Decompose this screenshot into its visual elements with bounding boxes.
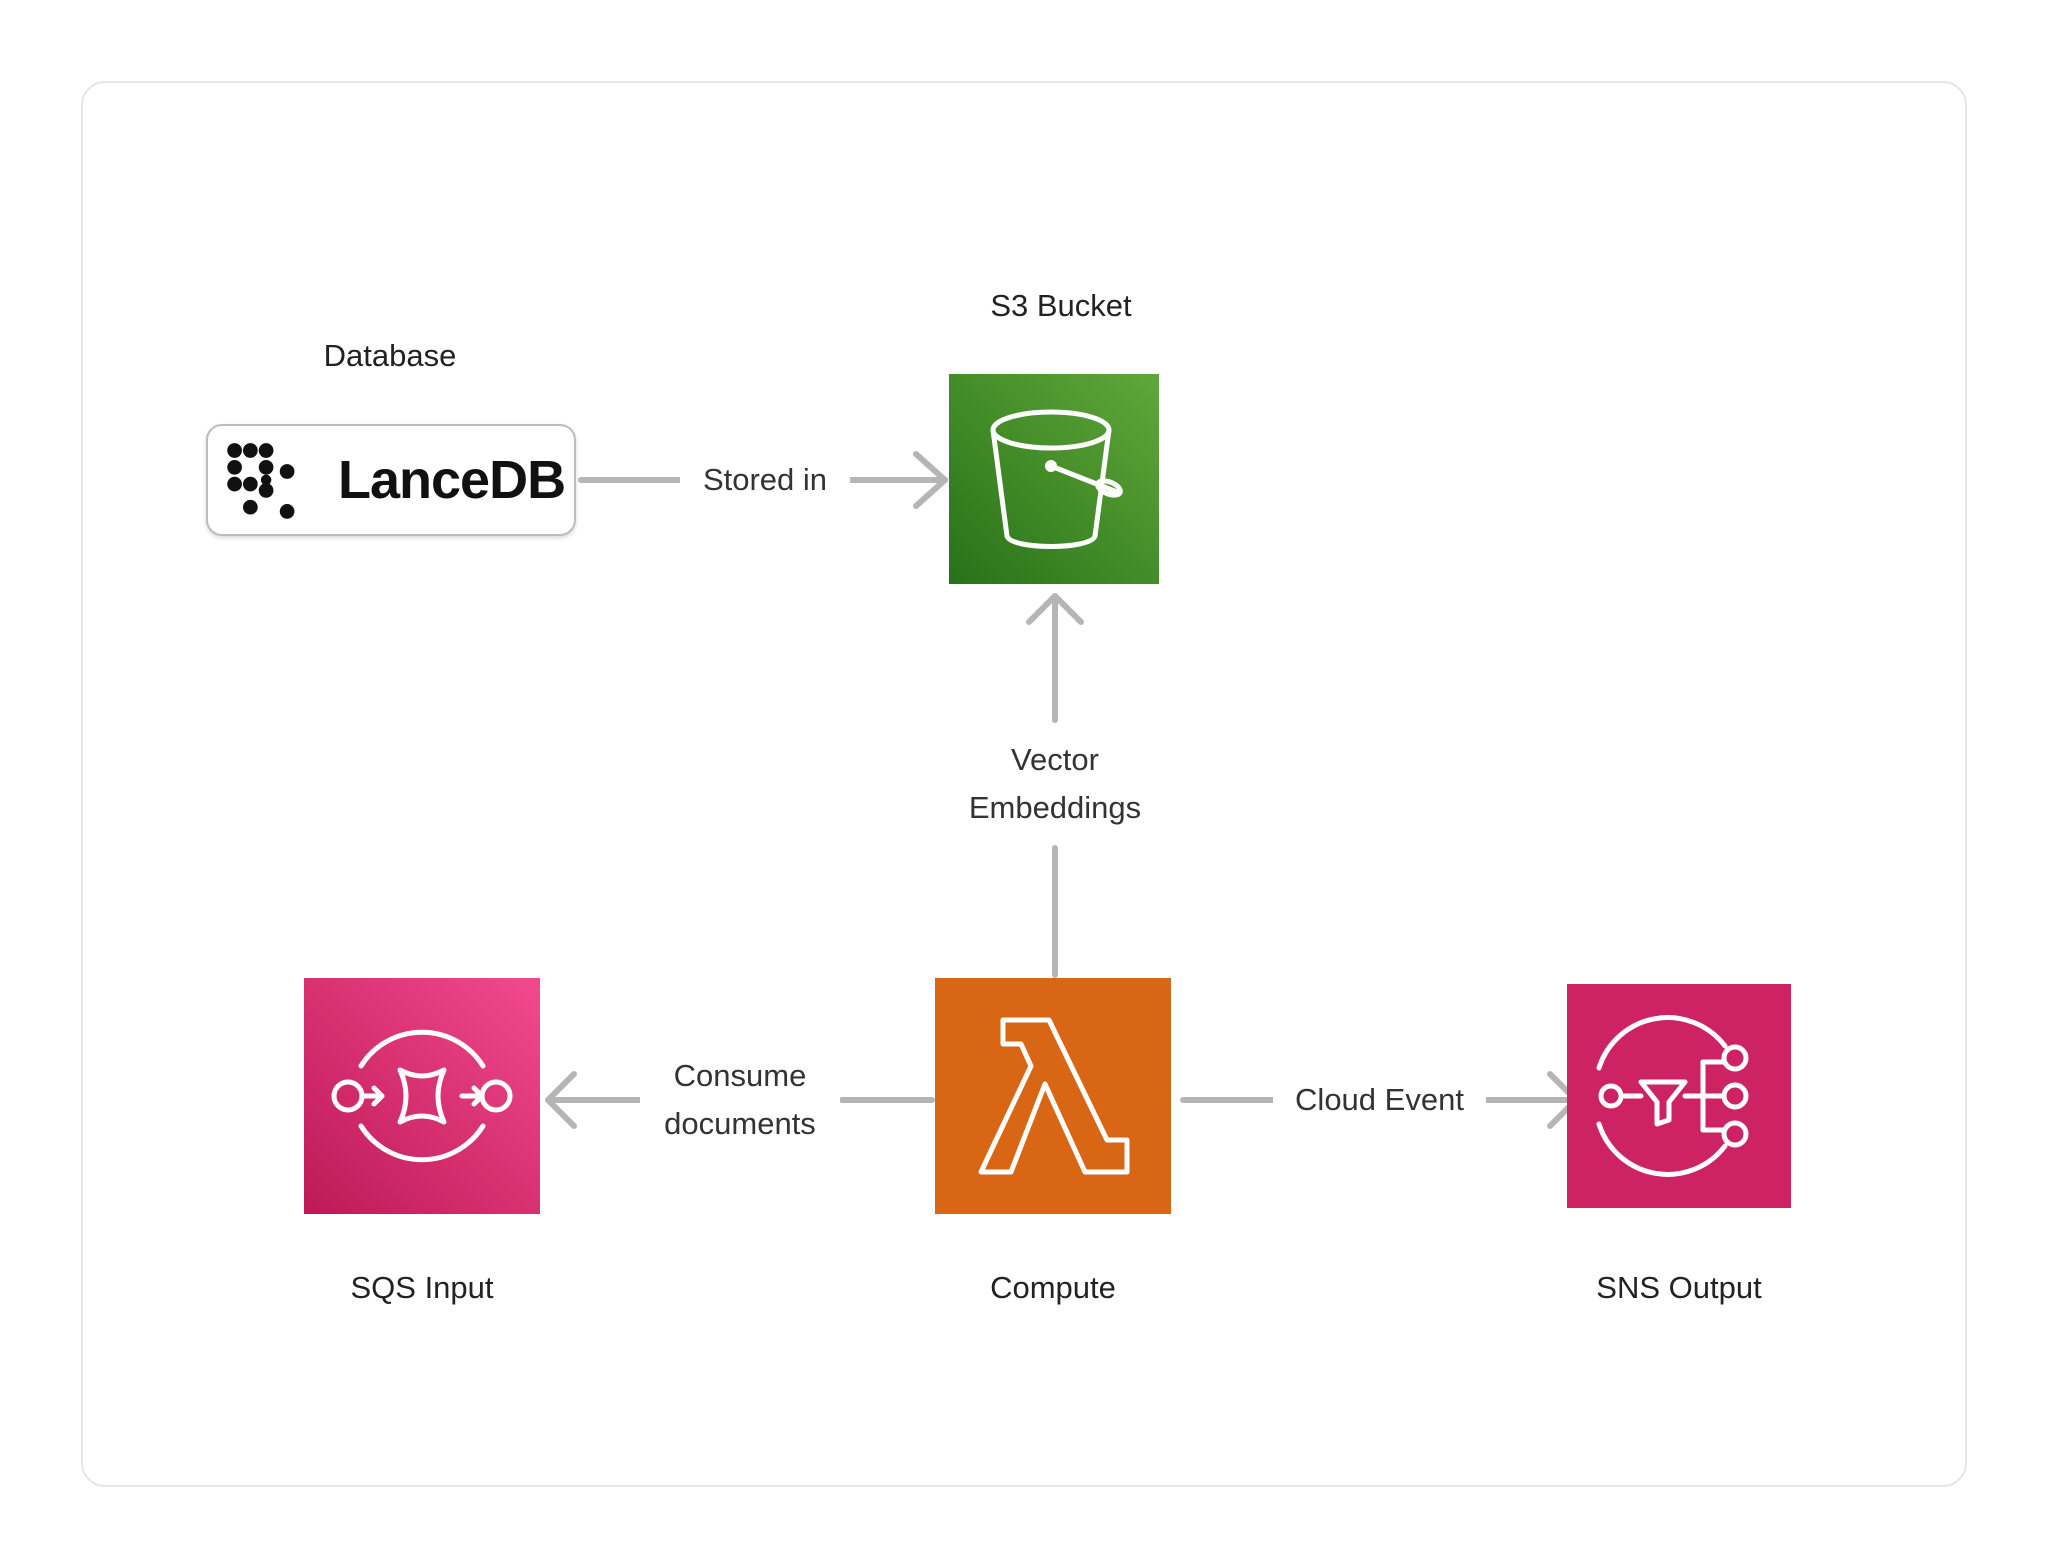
s3-title: S3 Bucket [990, 288, 1132, 323]
sns-title: SNS Output [1596, 1270, 1762, 1305]
arrow-icon [545, 1071, 577, 1129]
s3-bucket-icon [949, 374, 1159, 584]
edge-label-cloud-event: Cloud Event [1273, 1076, 1486, 1124]
edge-label-stored-in: Stored in [680, 456, 850, 504]
lancedb-node: LanceDB [206, 424, 576, 536]
lambda-title: Compute [990, 1270, 1116, 1305]
arrow-icon [913, 451, 948, 509]
sqs-title: SQS Input [350, 1270, 494, 1305]
s3-bucket-tile [949, 374, 1159, 584]
arrow-icon [1026, 593, 1084, 625]
edge-label-consume-line1: Consume [640, 1052, 840, 1100]
edge-label-vector-line2: Embeddings [930, 784, 1180, 832]
sns-tile [1567, 984, 1791, 1208]
database-title: Database [323, 338, 457, 373]
lancedb-logo-icon [227, 443, 295, 519]
lambda-icon [935, 978, 1171, 1214]
edge-label-vector-line1: Vector [930, 736, 1180, 784]
sns-topic-icon [1567, 984, 1791, 1208]
lambda-tile [935, 978, 1171, 1214]
sqs-queue-icon [304, 978, 540, 1214]
edge-label-consume-line2: documents [640, 1100, 840, 1148]
lancedb-logo-text: LanceDB [338, 450, 566, 510]
sqs-tile [304, 978, 540, 1214]
